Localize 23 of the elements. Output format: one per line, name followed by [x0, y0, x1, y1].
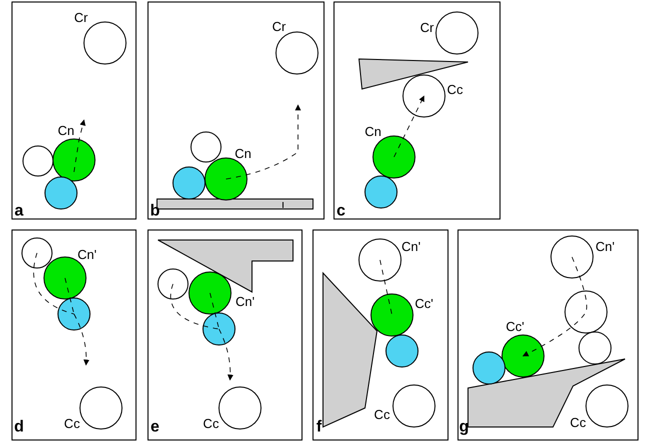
panel-letter: c	[336, 202, 346, 220]
ball-label: Cr	[272, 20, 286, 34]
ball-label: Cr	[74, 11, 88, 25]
ball-label: Cc	[203, 417, 219, 431]
ball-label: Cn'	[595, 240, 615, 254]
ball-label: Cn	[234, 147, 252, 161]
ball-label: Cr	[420, 21, 434, 35]
panel-letter: f	[316, 418, 322, 436]
ball-label: Cc'	[506, 320, 524, 334]
ball-label: Cc	[64, 417, 80, 431]
ball-label: Cn	[364, 125, 382, 139]
panel-letter: d	[14, 418, 24, 436]
ball-label: Cc	[570, 416, 586, 430]
ball-label: Cc	[374, 408, 390, 422]
ball-label: Cc'	[414, 297, 434, 311]
panel-letter: g	[459, 418, 469, 436]
ball-label: Cn'	[77, 248, 97, 262]
ball-label: Cc	[447, 83, 463, 97]
panel-letter: a	[14, 202, 24, 220]
ball-label: Cn'	[401, 240, 421, 254]
panel-letter: e	[150, 418, 160, 436]
ball-label: Cn'	[235, 295, 255, 309]
ball-label: Cn	[58, 124, 74, 138]
